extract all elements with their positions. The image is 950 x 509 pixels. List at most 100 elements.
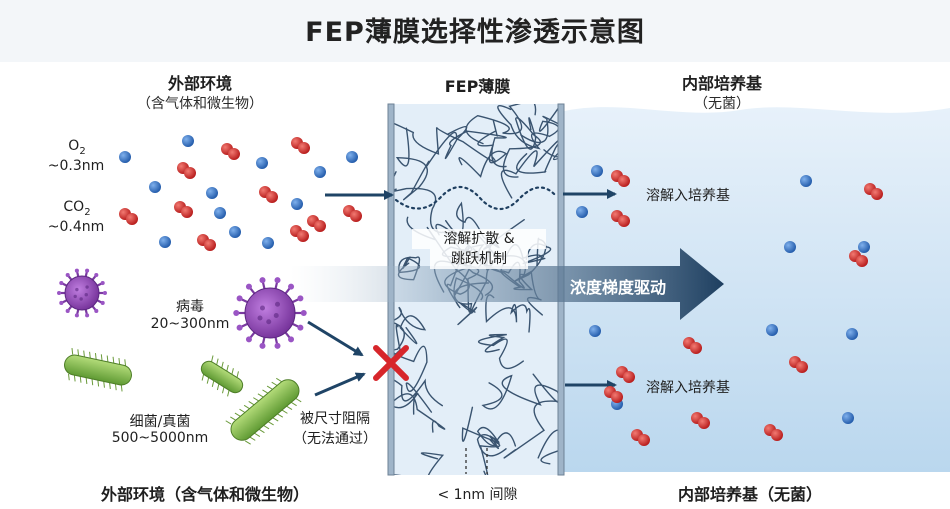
inner-subheading: （无菌） <box>694 96 750 112</box>
co2-molecule <box>611 170 630 187</box>
polymer-fiber <box>458 120 508 178</box>
bacteria-block-arrow <box>314 372 366 397</box>
virus-size: 20~300nm <box>150 316 230 332</box>
virus-group <box>57 268 307 349</box>
virus-icon <box>233 277 307 349</box>
gap-label: < 1nm 间隙 <box>437 487 518 503</box>
bacteria-icon <box>64 348 132 392</box>
o2-molecule <box>291 198 303 210</box>
footer-inner: 内部培养基（无菌） <box>677 485 822 504</box>
co2-molecule <box>789 356 808 373</box>
o2-molecule <box>256 157 268 169</box>
o2-molecule <box>119 151 131 163</box>
co2-molecule <box>221 143 240 160</box>
o2-formula: O2 <box>68 138 86 157</box>
polymer-fiber <box>444 126 507 168</box>
page-title: FEP薄膜选择性渗透示意图 <box>305 17 645 48</box>
blocked-x-icon <box>373 345 409 381</box>
polymer-fiber <box>393 393 446 433</box>
co2-size: ~0.4nm <box>47 219 105 235</box>
o2-molecule <box>858 241 870 253</box>
mechanism-line2: 跳跃机制 <box>430 249 528 269</box>
outer-subheading: （含气体和微生物） <box>137 96 263 112</box>
bacteria-group <box>64 348 302 445</box>
polymer-fiber <box>520 115 560 161</box>
o2-molecule <box>182 135 194 147</box>
o2-molecule <box>149 181 161 193</box>
virus-icon <box>57 268 107 318</box>
o2-molecule <box>800 175 812 187</box>
o2-molecule <box>576 206 588 218</box>
footer-outer: 外部环境（含气体和微生物） <box>100 485 309 504</box>
polymer-fiber <box>503 400 560 459</box>
co2-molecule <box>291 137 310 154</box>
polymer-fiber <box>395 127 458 201</box>
co2-molecule <box>307 215 326 232</box>
o2-molecule <box>589 325 601 337</box>
gradient-arrow <box>290 248 724 320</box>
o2-molecule <box>766 324 778 336</box>
gradient-label: 浓度梯度驱动 <box>569 278 666 297</box>
dissolve-label-top: 溶解入培养基 <box>646 188 730 204</box>
o2-molecule <box>346 151 358 163</box>
co2-molecule <box>631 429 650 446</box>
o2-molecule <box>206 187 218 199</box>
polymer-fiber <box>502 117 541 178</box>
title-band <box>0 0 950 62</box>
polymer-fiber <box>500 138 560 199</box>
o2-molecule <box>262 237 274 249</box>
molecule-group <box>119 135 883 446</box>
medium-area <box>560 107 950 473</box>
polymer-fiber <box>393 321 433 413</box>
mechanism-line1: 溶解扩散 & <box>412 229 546 249</box>
o2-molecule <box>846 328 858 340</box>
polymer-fiber <box>393 122 497 163</box>
co2-molecule <box>683 337 702 354</box>
inner-heading: 内部培养基 <box>681 74 762 93</box>
co2-formula: CO2 <box>63 199 91 218</box>
diffusion-path <box>394 185 558 211</box>
virus-label: 病毒 <box>176 299 204 315</box>
polymer-fiber <box>393 452 445 475</box>
polymer-fiber <box>485 294 531 333</box>
co2-molecule <box>119 208 138 225</box>
co2-molecule <box>177 162 196 179</box>
o2-size: ~0.3nm <box>47 158 105 174</box>
bacteria-icon <box>225 377 302 445</box>
outer-heading: 外部环境 <box>167 74 232 93</box>
o2-molecule <box>314 166 326 178</box>
co2-molecule <box>604 386 623 403</box>
polymer-fiber <box>393 171 397 180</box>
polymer-fiber <box>465 104 537 145</box>
co2-molecule <box>849 250 868 267</box>
co2-molecule <box>174 201 193 218</box>
co2-molecule <box>764 424 783 441</box>
bacteria-label: 细菌/真菌 <box>129 414 191 430</box>
o2-molecule <box>784 241 796 253</box>
bacteria-size: 500~5000nm <box>111 430 209 446</box>
co2-molecule <box>343 205 362 222</box>
o2-molecule <box>214 207 226 219</box>
dissolve-label-bottom: 溶解入培养基 <box>646 380 730 396</box>
membrane-heading: FEP薄膜 <box>444 77 511 96</box>
o2-molecule <box>842 412 854 424</box>
polymer-fiber <box>393 324 443 407</box>
polymer-fiber <box>393 306 427 345</box>
co2-molecule <box>691 412 710 429</box>
blocked-label-line2: （无法通过） <box>293 431 377 447</box>
polymer-fiber <box>476 426 517 457</box>
co2-molecule <box>611 210 630 227</box>
o2-molecule <box>591 165 603 177</box>
o2-molecule <box>159 236 171 248</box>
o2-molecule <box>229 226 241 238</box>
bacteria-icon <box>200 355 244 397</box>
co2-molecule <box>259 186 278 203</box>
blocked-label-line1: 被尺寸阻隔 <box>300 411 370 427</box>
co2-molecule <box>864 183 883 200</box>
co2-molecule <box>290 225 309 242</box>
virus-block-arrow <box>307 320 364 357</box>
co2-molecule <box>616 366 635 383</box>
polymer-fiber <box>478 333 524 370</box>
